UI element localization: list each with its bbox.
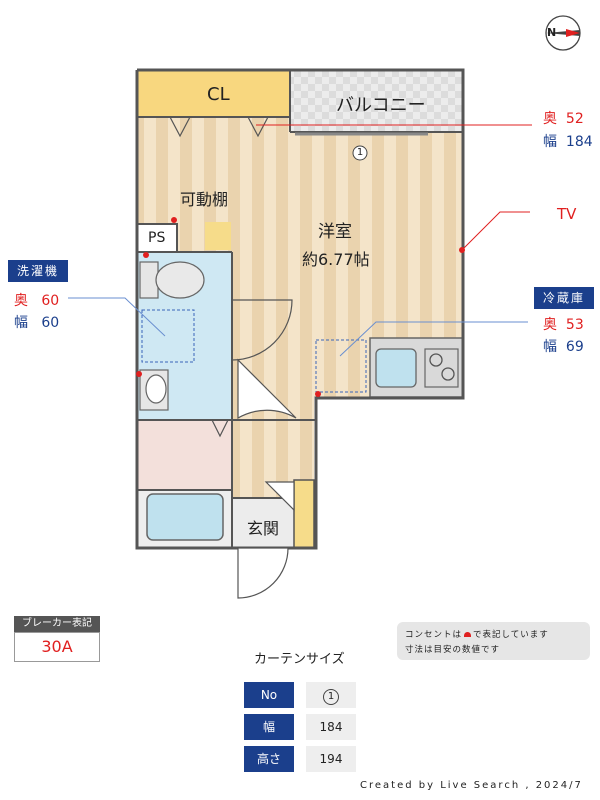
door-shoe [264,481,295,512]
outlet-icon [315,391,321,397]
bathtub [146,493,224,541]
curtain-row-label: 高さ [244,746,294,772]
entrance-label: 玄関 [247,519,280,538]
outlet-icon [143,252,149,258]
breaker-value: 30A [14,632,100,662]
washer-depth: 奥 60 [14,293,60,309]
note-line-2: 寸法は目安の数値です [405,645,501,655]
washer-space [141,309,195,363]
window-number-text: 1 [356,147,364,158]
breaker-title: ブレーカー表記 [14,616,100,632]
tv-label: TV [557,205,577,223]
window-depth: 奥 52 [543,111,584,127]
curtain-row-label: 幅 [244,714,294,740]
sink-icon [375,348,417,388]
curtain-row-value: 1 [306,682,356,708]
outlet-icon [136,371,142,377]
curtain-title: カーテンサイズ [254,652,345,667]
balcony-label: バルコニー [336,95,426,116]
entrance-floor [232,498,294,548]
window-number-badge [352,145,368,161]
toilet-bowl-icon [155,261,205,299]
stove-burner-icon [441,367,455,381]
outlet-icon [171,217,177,223]
door-washroom [231,299,293,361]
shoe-cabinet [293,479,315,549]
room-size: 約6.77帖 [302,250,370,269]
movable-shelf [205,222,231,250]
washer-width: 幅 60 [14,315,60,331]
note-box: コンセントはで表記しています 寸法は目安の数値です [397,622,590,660]
door-entrance [237,547,289,599]
fridge-space [315,339,367,393]
fridge-tag: 冷蔵庫 [534,287,594,309]
closet [137,70,290,117]
curtain-row-value: 194 [306,746,356,772]
toilet-room [137,420,232,490]
stove-icon [424,348,459,388]
basin-bowl-icon [145,374,167,404]
balcony [290,70,463,132]
fridge-depth: 奥 53 [543,317,584,333]
closet-label: CL [207,84,230,105]
curtain-row-label: No [244,682,294,708]
washer-tag: 洗濯機 [8,260,68,282]
note-line-1: コンセントはで表記しています [405,630,549,640]
toilet-tank [139,261,159,299]
fridge-width: 幅 69 [543,339,584,355]
shelf-label: 可動棚 [180,190,229,209]
stove-burner-icon [429,353,443,367]
window-width: 幅 184 [543,134,593,150]
curtain-row-value: 184 [306,714,356,740]
room-name: 洋室 [318,222,352,242]
ps-label: PS [148,230,166,246]
outlet-icon [464,632,472,637]
door-toilet [237,358,297,420]
compass-label: N [547,26,557,39]
credit-text: Created by Live Search , 2024/7 [360,780,583,791]
